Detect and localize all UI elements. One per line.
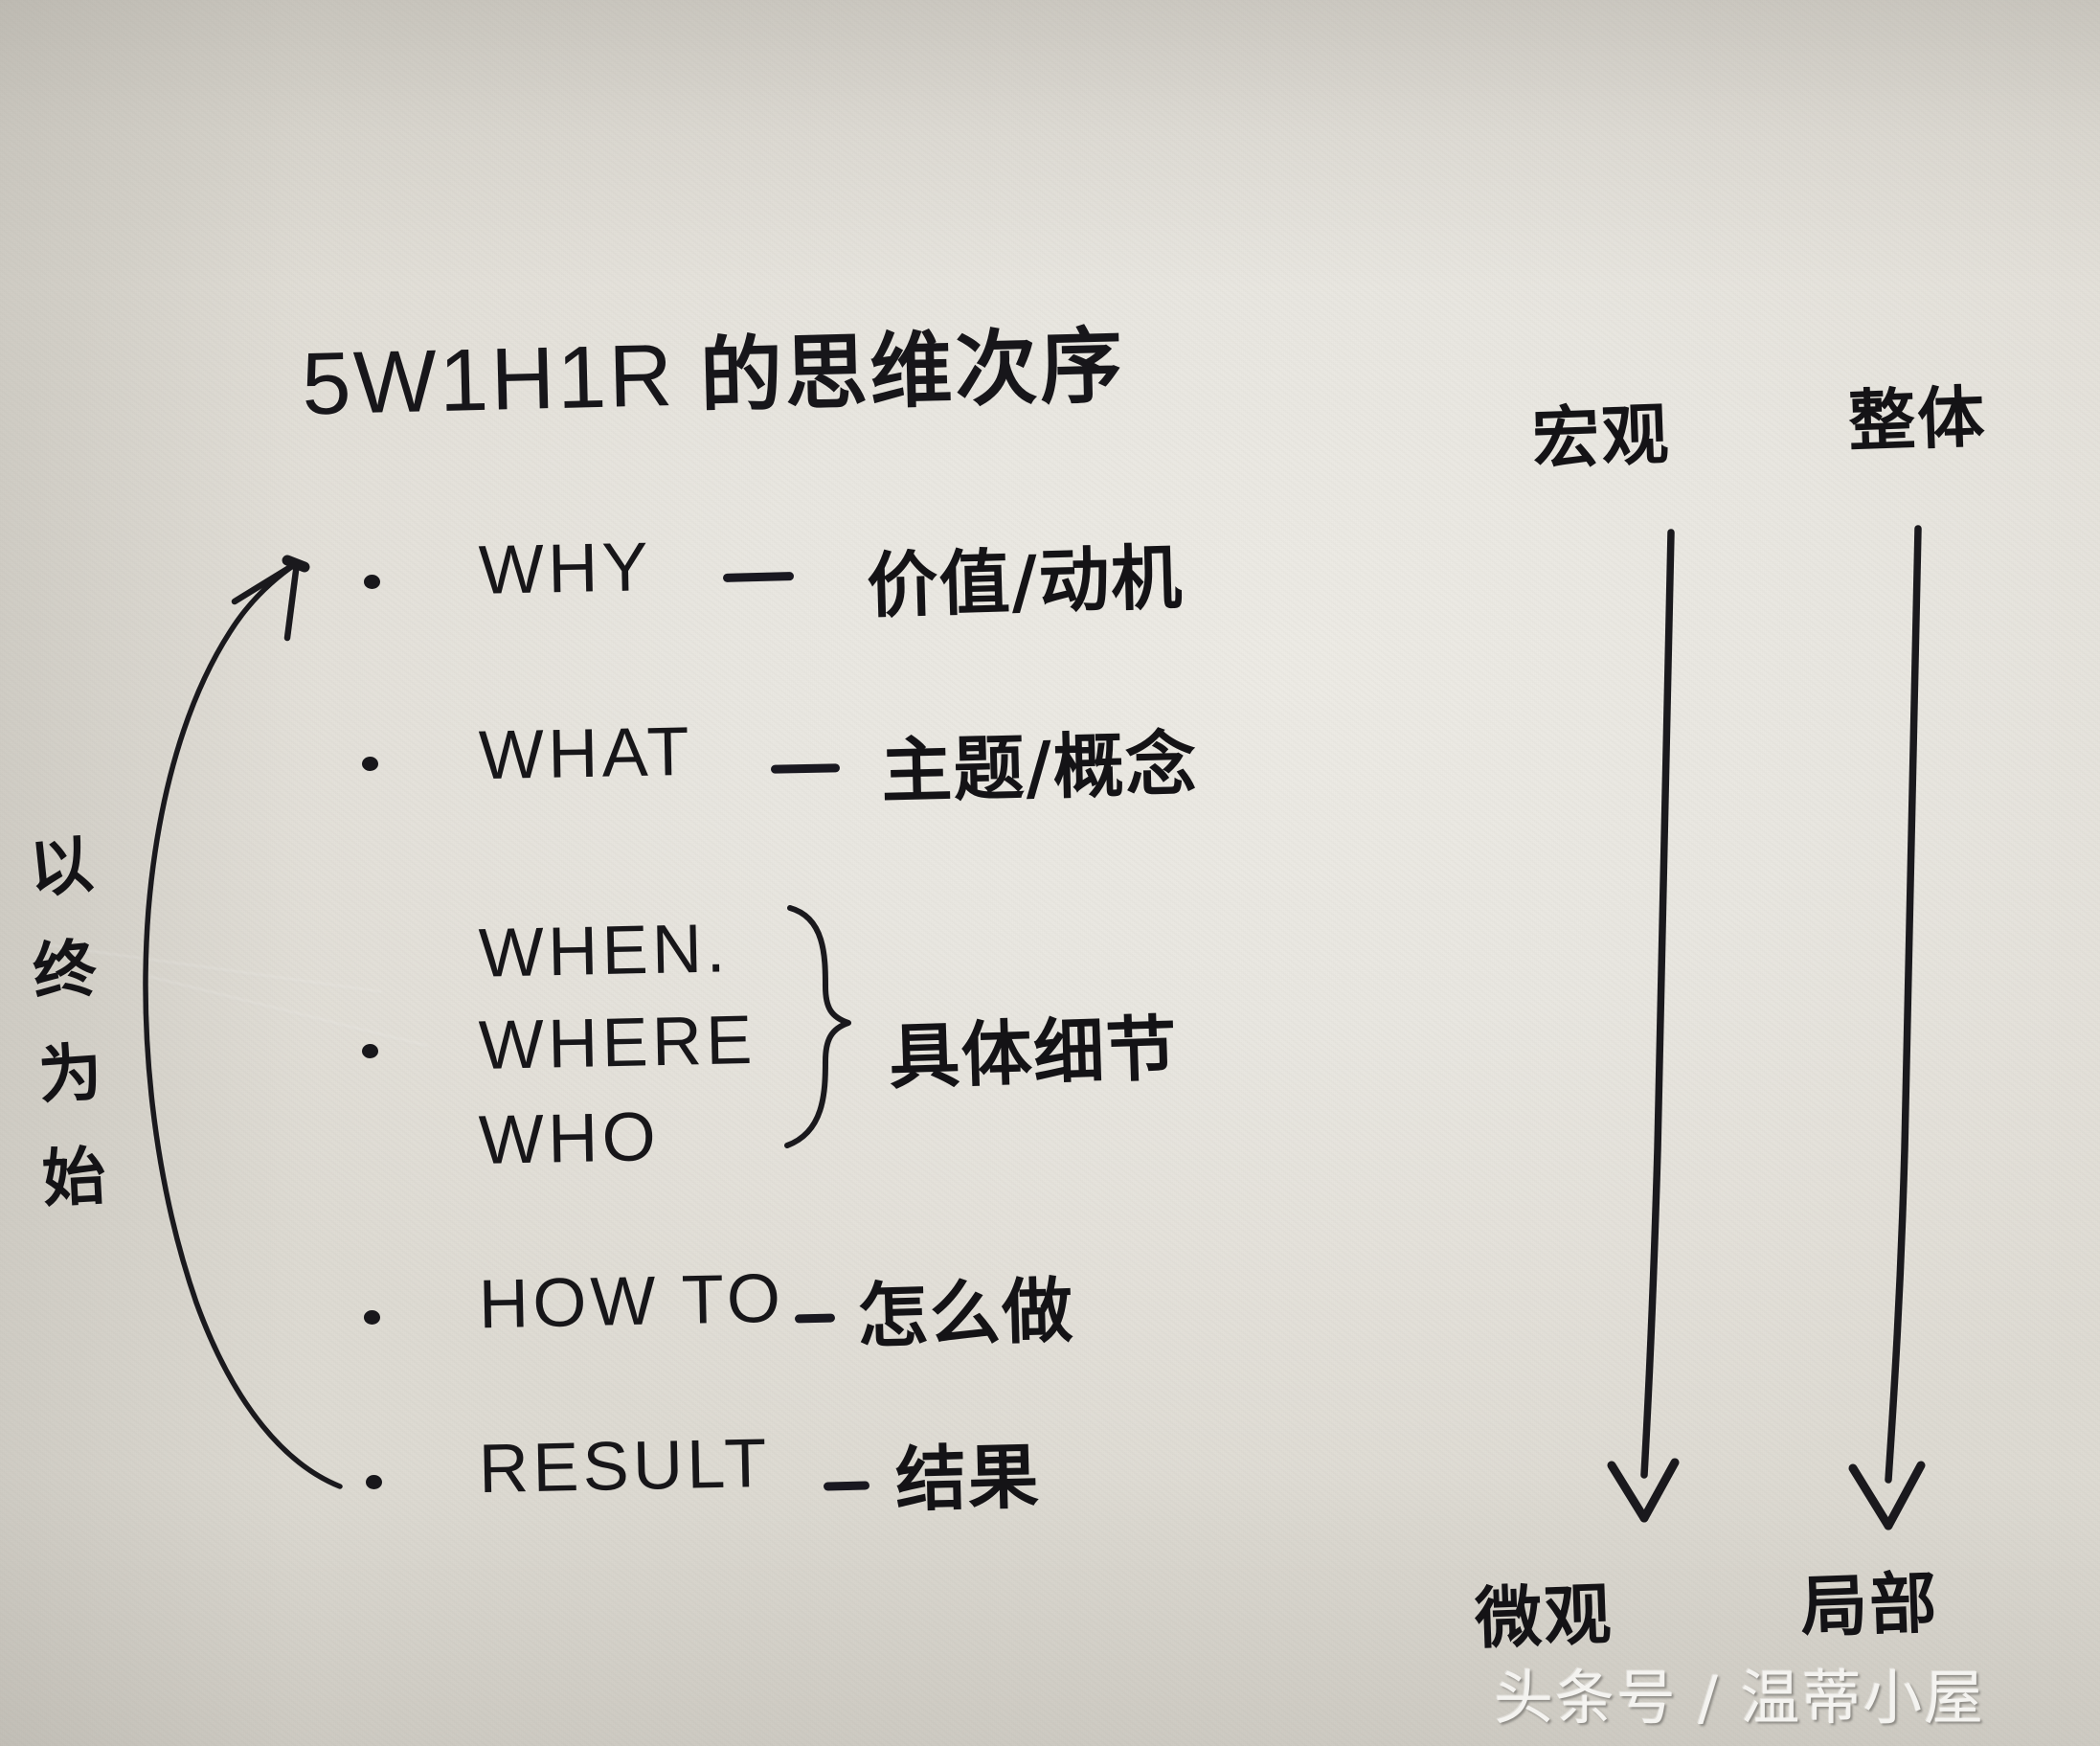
page-title-cn: 的思维次序 <box>698 318 1126 425</box>
list-item-keyword-result: RESULT <box>478 1424 772 1508</box>
axis-top-label-whole: 整体 <box>1846 377 1988 462</box>
list-item-dash-how-to <box>794 1313 836 1324</box>
left-annotation-char-4: 始 <box>40 1139 108 1216</box>
list-item-keyword-what: WHAT <box>478 713 694 795</box>
list-item-keyword-why: WHY <box>478 529 653 609</box>
axis-top-label-macro: 宏观 <box>1530 395 1672 479</box>
left-annotation-char-2: 终 <box>30 931 100 1010</box>
list-bullet <box>362 757 378 771</box>
list-item-keyword-who: WHO <box>478 1099 661 1179</box>
list-bullet <box>362 1044 378 1058</box>
list-item-dash-what <box>770 763 841 774</box>
list-item-keyword-how-to: HOW TO <box>478 1259 786 1344</box>
list-bullet <box>364 1310 380 1325</box>
list-item-keyword-when: WHEN. <box>478 910 731 992</box>
list-item-dash-result <box>823 1481 870 1491</box>
axis-bottom-label-micro: 微观 <box>1473 1575 1615 1659</box>
group-brace-label: 具体细节 <box>887 1008 1180 1100</box>
left-annotation-char-3: 为 <box>35 1034 104 1114</box>
list-item-keyword-where: WHERE <box>478 1001 757 1085</box>
list-item-dash-why <box>722 572 795 582</box>
left-annotation-char-1: 以 <box>25 827 97 908</box>
list-bullet <box>366 1475 382 1489</box>
list-bullet <box>364 575 380 589</box>
page-title-en: 5W1H1R <box>301 326 677 434</box>
watermark-text: 头条号 / 温蒂小屋 <box>1494 1663 1985 1733</box>
list-item-gloss-what: 主题/概念 <box>880 722 1199 814</box>
list-item-gloss-why: 价值/动机 <box>866 536 1185 628</box>
list-item-gloss-how-to: 怎么做 <box>856 1269 1075 1359</box>
axis-bottom-label-part: 局部 <box>1798 1563 1940 1647</box>
list-item-gloss-result: 结果 <box>894 1436 1042 1522</box>
